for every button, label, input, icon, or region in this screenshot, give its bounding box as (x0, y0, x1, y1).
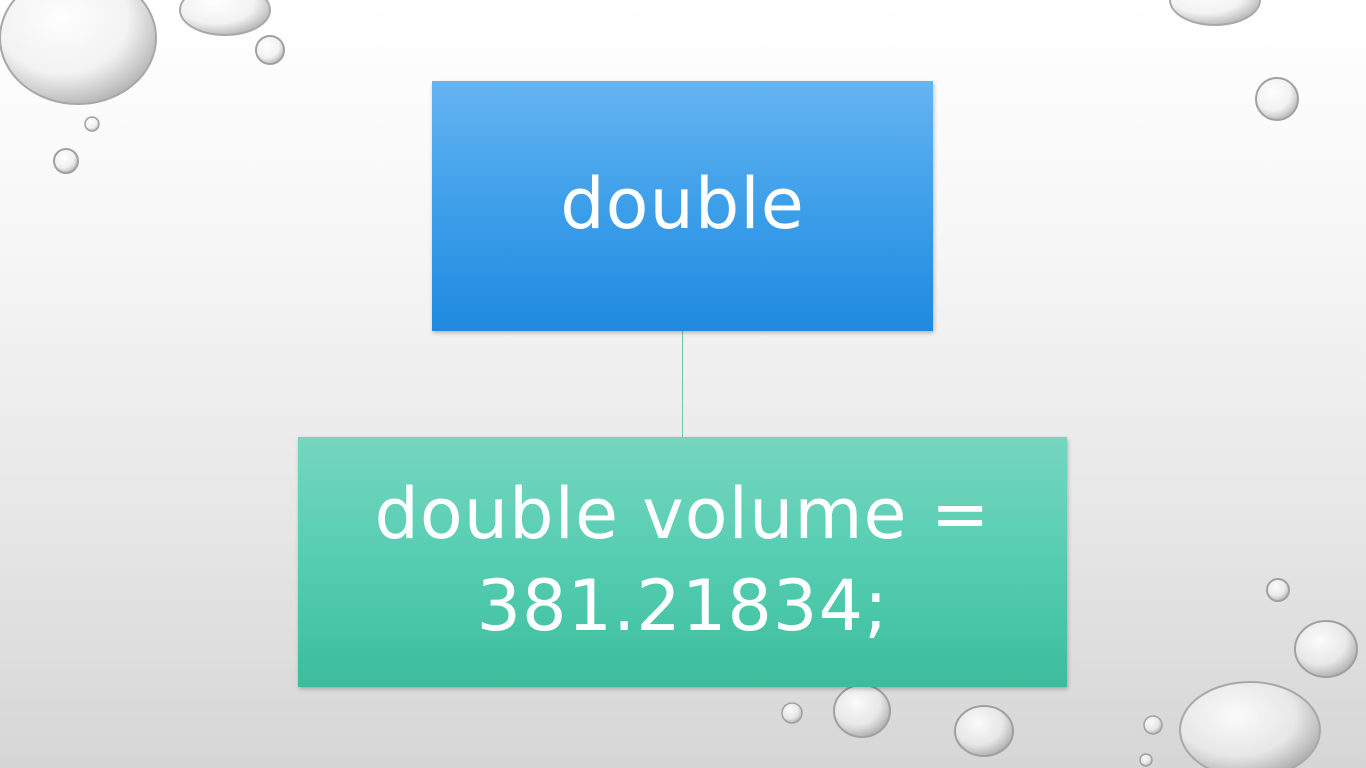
water-drop (1169, 0, 1261, 26)
water-drop (84, 116, 100, 132)
water-drop (954, 705, 1014, 757)
water-drop (53, 148, 79, 174)
water-drop (1266, 578, 1290, 602)
water-drop (1255, 77, 1299, 121)
top-left-drops-group (0, 0, 285, 174)
water-drop (1294, 620, 1358, 678)
type-node: double (432, 81, 933, 331)
water-drop (179, 0, 271, 36)
water-drop (1143, 715, 1163, 735)
water-drop (1179, 681, 1321, 768)
top-right-drops-group (1169, 0, 1299, 121)
water-drop (1139, 753, 1153, 767)
example-node-label: double volume = 381.21834; (374, 473, 991, 647)
water-drop (781, 702, 803, 724)
bottom-drops-group (781, 578, 1358, 768)
water-drop (255, 35, 285, 65)
example-node: double volume = 381.21834; (298, 437, 1067, 687)
water-drop (833, 684, 891, 738)
connector-line (682, 331, 683, 437)
type-node-label: double (560, 163, 805, 245)
water-drop (0, 0, 157, 105)
